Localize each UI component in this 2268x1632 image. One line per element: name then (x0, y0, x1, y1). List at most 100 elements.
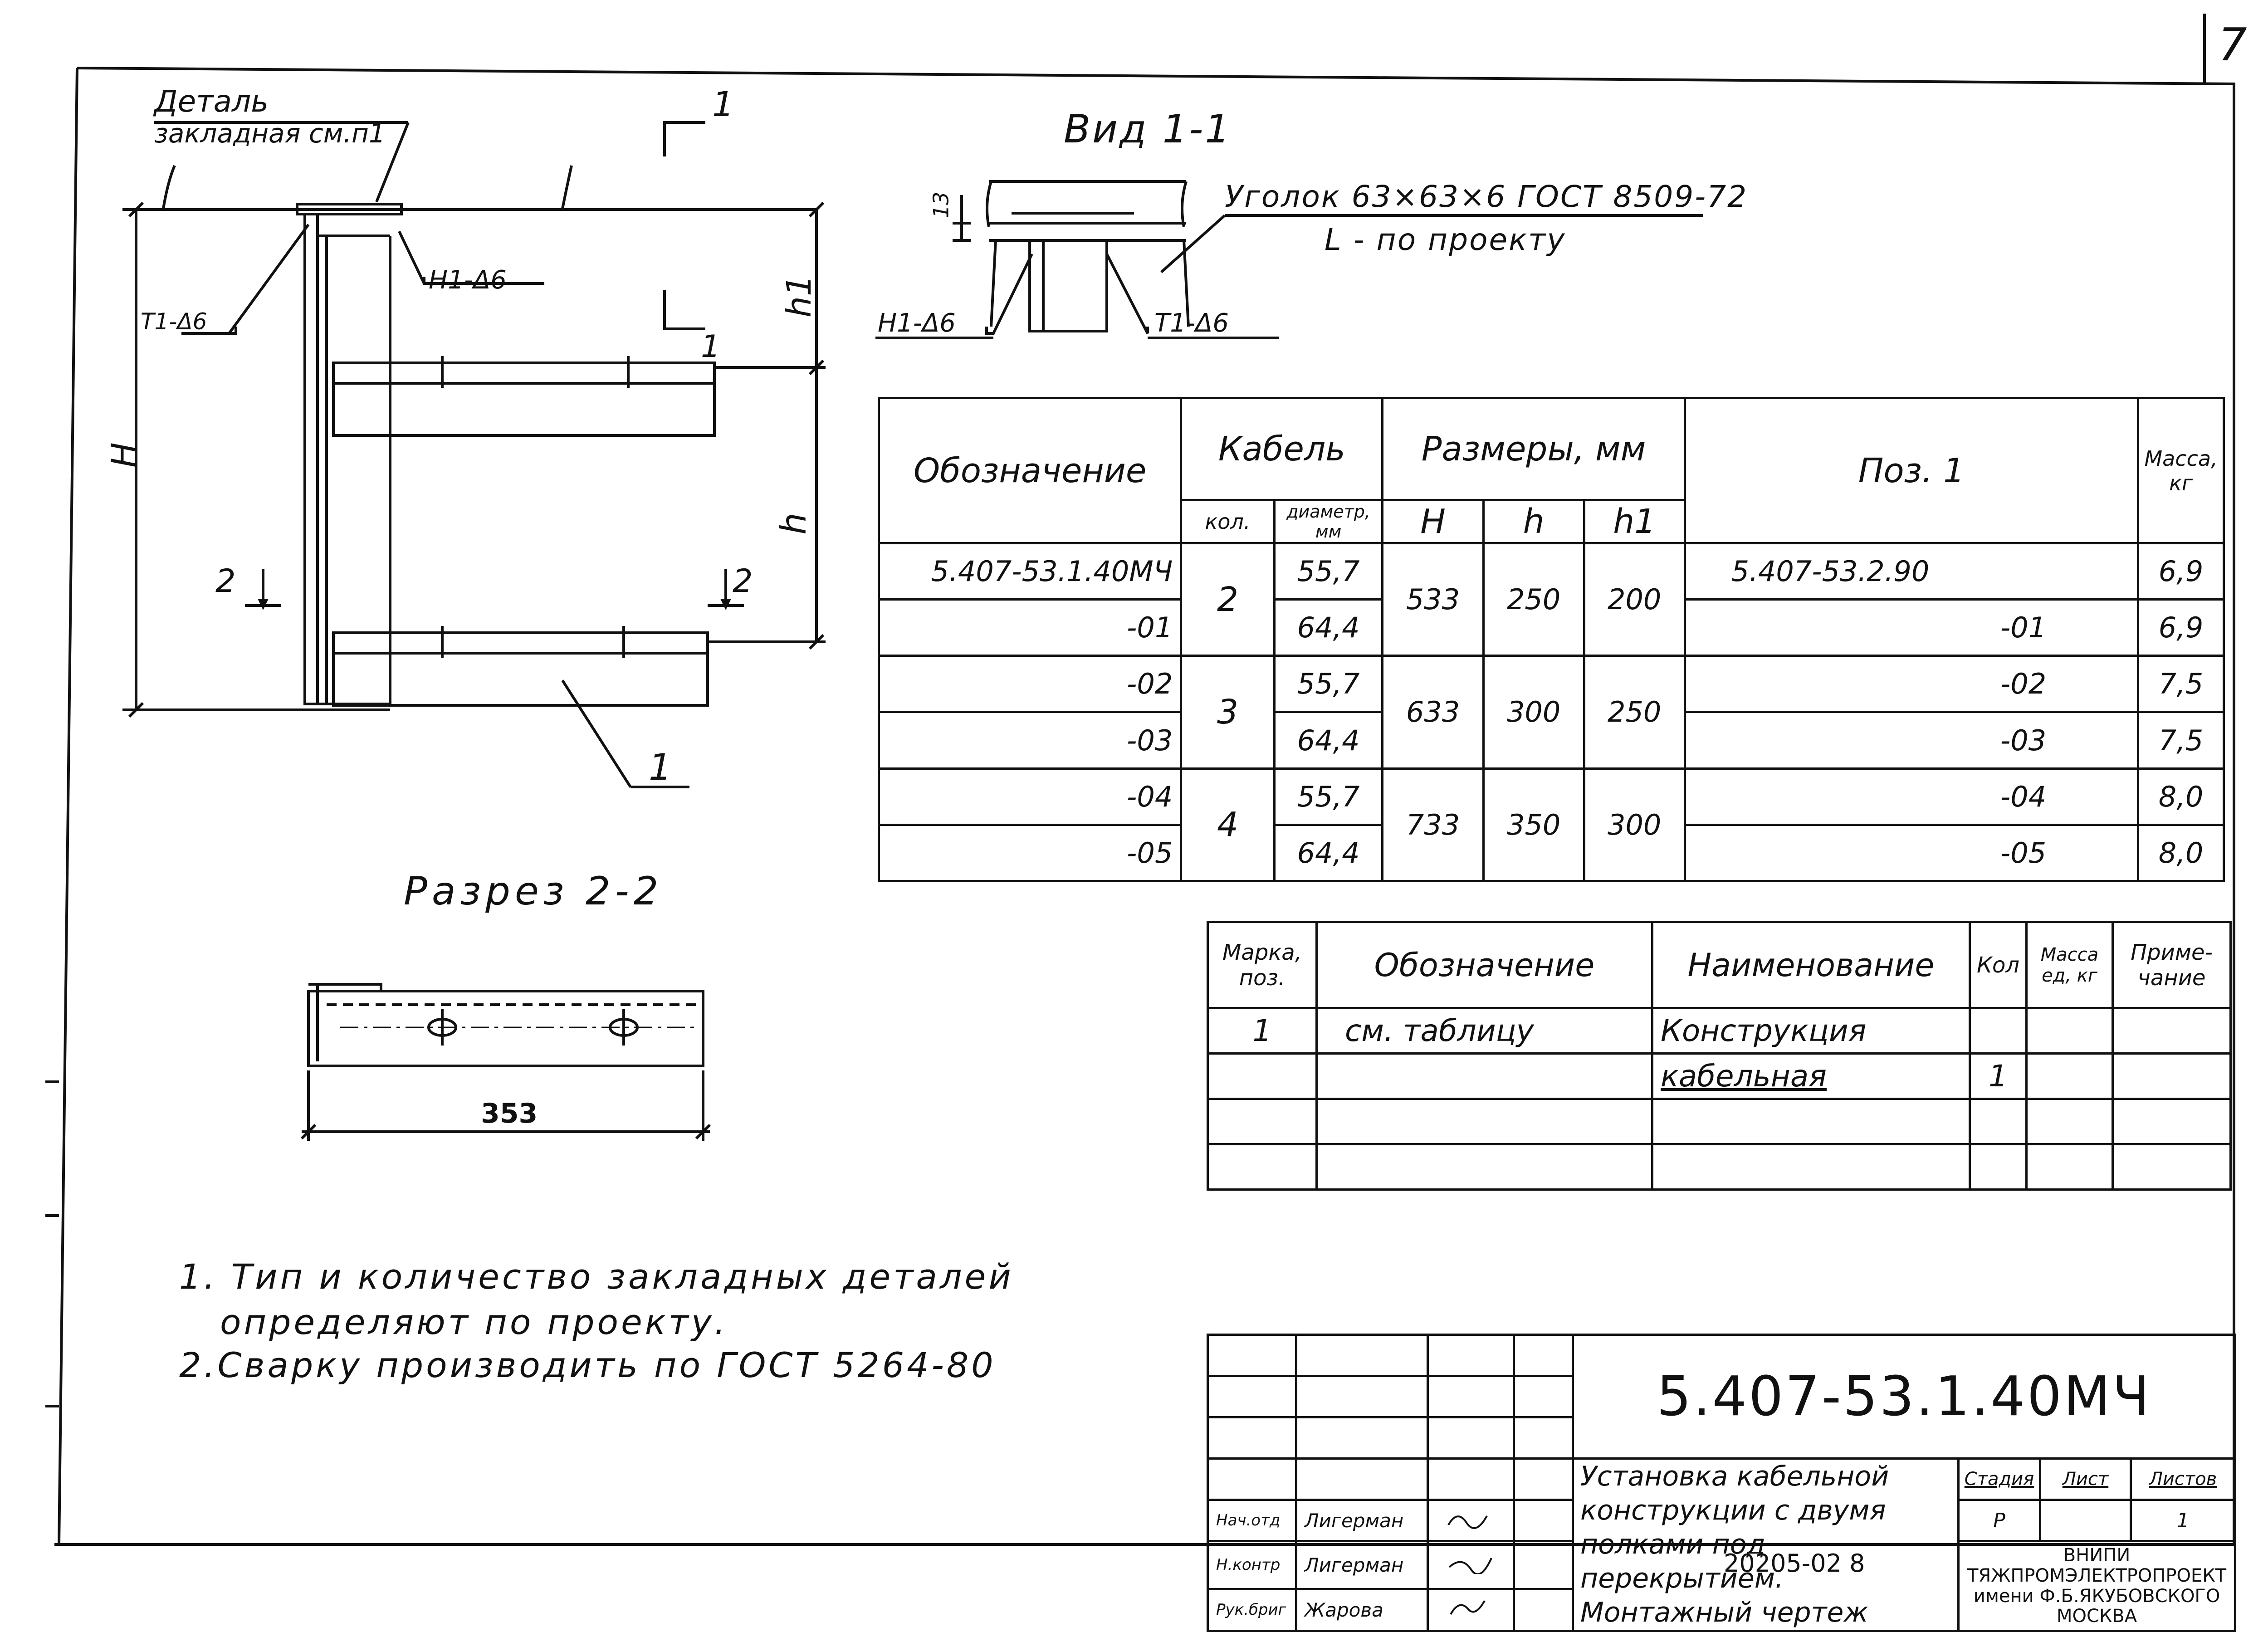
header-h1: h1 (1583, 499, 1686, 544)
header-sizes: Размеры, мм (1381, 397, 1686, 501)
title-line: конструкции с двумя (1580, 1495, 1886, 1526)
view-weld-h1: H1-Δ6 (878, 308, 956, 338)
row-mass: 6,9 (2137, 598, 2225, 657)
section-2-2 (300, 983, 711, 1141)
embed-label-line1: Деталь (154, 84, 269, 119)
note-1-line2: определяют по проекту. (220, 1302, 728, 1342)
row-mass: 8,0 (2137, 767, 2225, 826)
header-mass: Масса, кг (2137, 397, 2225, 544)
row-designation: -03 (877, 711, 1183, 770)
row-pos1: 5.407-53.2.90 (1683, 542, 2140, 601)
group-qty: 2 (1180, 542, 1276, 657)
spec-header-qty: Кол (1969, 921, 2028, 1009)
view-dim-13: 13 (929, 191, 953, 219)
sheet-frame (54, 67, 2235, 1546)
stage-value: Р (1957, 1499, 2041, 1542)
group-h: 350 (1482, 767, 1585, 883)
label-dim-h1: h1 (779, 275, 819, 318)
angle-length: L - по проекту (1325, 222, 1566, 257)
label-position-1: 1 (649, 746, 672, 788)
row-designation: -04 (877, 767, 1183, 826)
spec-header-note: Приме- чание (2112, 921, 2232, 1009)
row-mass: 7,5 (2137, 655, 2225, 713)
group-qty: 4 (1180, 767, 1276, 883)
view-weld-t1: T1-Δ6 (1154, 308, 1229, 338)
org-line: МОСКВА (2056, 1606, 2137, 1627)
label-section-2-right: 2 (733, 562, 753, 600)
signer-name: Лигерман (1295, 1540, 1429, 1590)
spec-mark: 1 (1207, 1007, 1318, 1055)
row-diameter: 55,7 (1273, 767, 1384, 826)
document-code: 5.407-53.1.40МЧ (1571, 1334, 2237, 1460)
org-line: ТЯЖПРОМЭЛЕКТРОПРОЕКТ (1967, 1565, 2227, 1586)
sheets-value: 1 (2129, 1499, 2237, 1542)
label-dim-H: H (104, 442, 143, 468)
spec-name-line2: кабельная (1651, 1052, 1971, 1100)
embed-label-line2: закладная см.п1 (154, 118, 386, 149)
signature (1427, 1588, 1515, 1632)
row-diameter: 55,7 (1273, 542, 1384, 601)
page-number: 7 (2218, 18, 2247, 71)
label-weld-t1: T1-Δ6 (141, 308, 207, 335)
signature (1427, 1540, 1515, 1590)
header-h: h (1482, 499, 1585, 544)
section-title: Разрез 2-2 (404, 869, 663, 914)
header-cable: Кабель (1180, 397, 1384, 501)
signer-role: Рук.бриг (1207, 1588, 1297, 1632)
spec-designation: см. таблицу (1315, 1007, 1653, 1055)
row-pos1: -05 (1683, 823, 2140, 883)
row-diameter: 64,4 (1273, 598, 1384, 657)
drawing-canvas (45, 14, 2235, 1546)
row-diameter: 55,7 (1273, 655, 1384, 713)
group-h1: 200 (1583, 542, 1686, 657)
signer-name: Жарова (1295, 1588, 1429, 1632)
sheet-label: Лист (2039, 1457, 2132, 1501)
row-designation: 5.407-53.1.40МЧ (877, 542, 1183, 601)
signer-role: Нач.отд (1207, 1499, 1297, 1542)
label-weld-h1: H1-Δ6 (429, 265, 507, 295)
row-diameter: 64,4 (1273, 711, 1384, 770)
sheets-label: Листов (2129, 1457, 2237, 1501)
org-line: имени Ф.Б.ЯКУБОВСКОГО (1973, 1585, 2220, 1607)
note-1-line1: 1. Тип и количество закладных деталей (179, 1256, 1014, 1297)
view-1-1 (875, 180, 1703, 339)
group-H: 533 (1381, 542, 1485, 657)
row-designation: -02 (877, 655, 1183, 713)
title-line: Установка кабельной (1580, 1461, 1889, 1493)
group-h1: 300 (1583, 767, 1686, 883)
org-line: ВНИПИ (2063, 1544, 2131, 1566)
header-designation: Обозначение (877, 397, 1183, 544)
header-diameter: диаметр, мм (1273, 499, 1384, 544)
row-pos1: -03 (1683, 711, 2140, 770)
label-section-1-bottom: 1 (701, 329, 721, 365)
view-title: Вид 1-1 (1064, 107, 1232, 152)
spec-qty: 1 (1969, 1052, 2028, 1100)
row-designation: -05 (877, 823, 1183, 883)
label-dim-h: h (773, 513, 814, 535)
title-block: 5.407-53.1.40МЧ Установка кабельной конс… (1207, 1334, 2237, 1632)
label-section-2-left: 2 (215, 562, 236, 600)
header-qty: кол. (1180, 499, 1276, 544)
row-pos1: -02 (1683, 655, 2140, 713)
angle-label: Уголок 63×63×6 ГОСТ 8509-72 (1225, 179, 1748, 214)
group-qty: 3 (1180, 655, 1276, 770)
label-section-1-top: 1 (712, 84, 734, 124)
row-pos1: -01 (1683, 598, 2140, 657)
group-h: 300 (1482, 655, 1585, 770)
parameters-table: Обозначение Кабель Размеры, мм Поз. 1 Ма… (877, 397, 2225, 883)
signer-role: Н.контр (1207, 1540, 1297, 1590)
row-diameter: 64,4 (1273, 823, 1384, 883)
title-line: Монтажный чертеж (1580, 1597, 1868, 1628)
organization: ВНИПИ ТЯЖПРОМЭЛЕКТРОПРОЕКТ имени Ф.Б.ЯКУ… (1957, 1540, 2237, 1632)
specification-table: Марка, поз. Обозначение Наименование Кол… (1207, 921, 2232, 1191)
group-H: 733 (1381, 767, 1485, 883)
spec-header-designation: Обозначение (1315, 921, 1653, 1009)
row-mass: 6,9 (2137, 542, 2225, 601)
group-h1: 250 (1583, 655, 1686, 770)
signature (1427, 1499, 1515, 1542)
spec-name-line1: Конструкция (1651, 1007, 1971, 1055)
drawing-title: Установка кабельной конструкции с двумя … (1572, 1457, 1960, 1632)
group-h: 250 (1482, 542, 1585, 657)
row-mass: 7,5 (2137, 711, 2225, 770)
stage-label: Стадия (1957, 1457, 2041, 1501)
